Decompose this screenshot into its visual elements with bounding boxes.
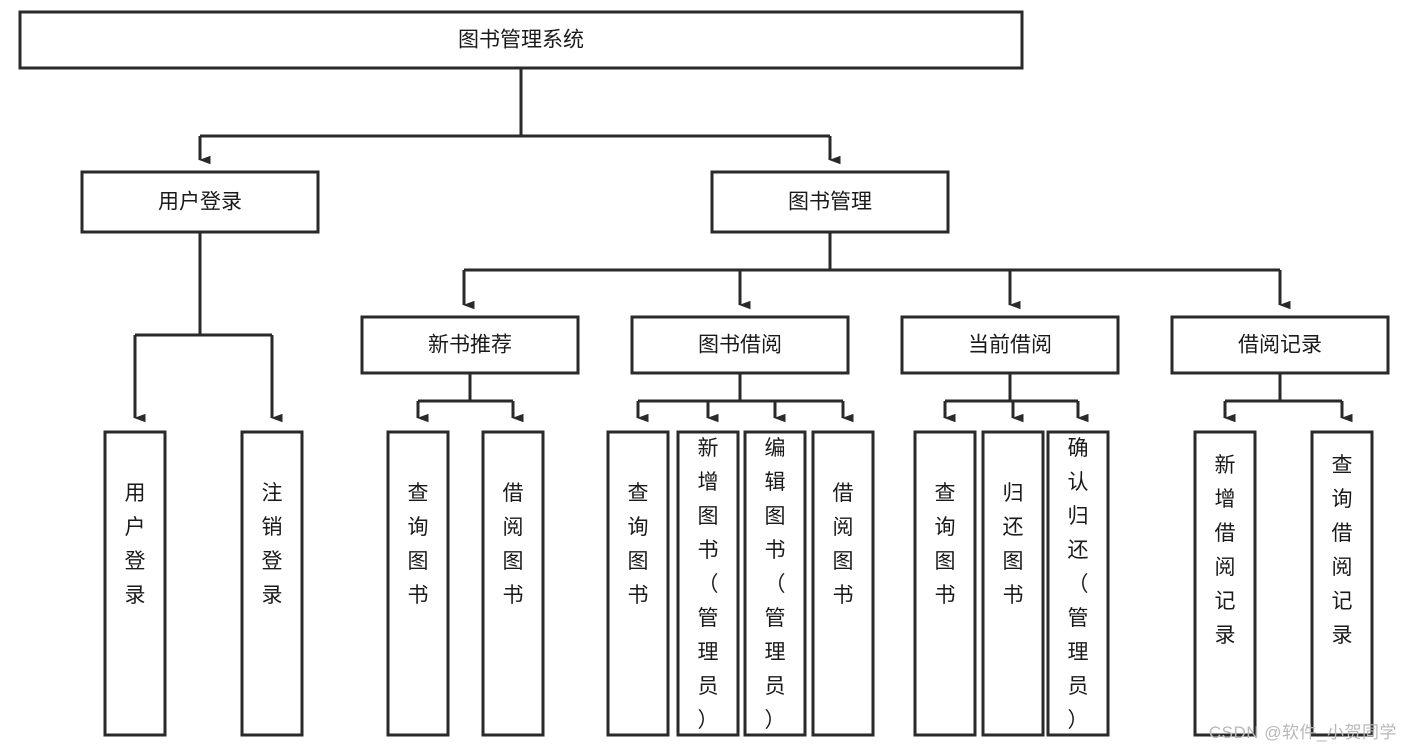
node-leaf-query-book-1[interactable]: 查询图书 (386, 430, 450, 737)
node-leaf-confirm-return-box[interactable] (1046, 430, 1110, 737)
node-leaf-borrow-book-2-label: 借阅图书 (833, 482, 854, 607)
node-leaf-query-book-3-box[interactable] (913, 430, 977, 737)
node-leaf-return-book-label: 归还图书 (1003, 482, 1024, 607)
node-root-label: 图书管理系统 (458, 29, 584, 52)
node-leaf-add-record-label: 新增借阅记录 (1215, 454, 1236, 647)
node-leaf-add-book-label: 新增图书（管理员） (698, 437, 719, 732)
csdn-watermark: CSDN @软件_小贺同学 (1208, 723, 1397, 742)
node-leaf-borrow-book-2-box[interactable] (811, 430, 875, 737)
node-borrow-record-box[interactable] (1170, 315, 1390, 375)
node-book-manage-box[interactable] (710, 170, 950, 234)
node-leaf-confirm-return[interactable]: 确认归还（管理员） (1046, 430, 1110, 737)
node-leaf-query-book-2-label: 查询图书 (628, 482, 649, 607)
edge-group (133, 68, 1353, 423)
node-leaf-borrow-book-2[interactable]: 借阅图书 (811, 430, 875, 737)
node-user-login-label: 用户登录 (158, 191, 242, 214)
node-leaf-edit-book[interactable]: 编辑图书（管理员） (743, 430, 807, 737)
node-leaf-query-book-2[interactable]: 查询图书 (606, 430, 670, 737)
node-book-borrow[interactable]: 图书借阅 (630, 315, 850, 375)
node-borrow-record[interactable]: 借阅记录 (1170, 315, 1390, 375)
node-book-manage[interactable]: 图书管理 (710, 170, 950, 234)
node-leaf-borrow-book-1-label: 借阅图书 (503, 482, 524, 607)
node-leaf-user-login-label: 用户登录 (125, 482, 146, 607)
node-leaf-add-book[interactable]: 新增图书（管理员） (676, 430, 740, 737)
node-current-borrow-box[interactable] (900, 315, 1120, 375)
node-user-login-box[interactable] (80, 170, 320, 234)
node-leaf-borrow-book-1[interactable]: 借阅图书 (481, 430, 545, 737)
node-leaf-user-logout-label: 注销登录 (262, 482, 283, 607)
node-leaf-query-book-2-box[interactable] (606, 430, 670, 737)
node-root-box[interactable] (18, 10, 1024, 70)
node-leaf-user-logout[interactable]: 注销登录 (240, 430, 304, 737)
node-leaf-add-record[interactable]: 新增借阅记录 (1193, 430, 1257, 737)
node-user-login[interactable]: 用户登录 (80, 170, 320, 234)
node-current-borrow[interactable]: 当前借阅 (900, 315, 1120, 375)
node-leaf-confirm-return-label: 确认归还（管理员） (1068, 437, 1089, 732)
node-leaf-query-record[interactable]: 查询借阅记录 (1310, 430, 1374, 737)
node-leaf-query-book-3-label: 查询图书 (935, 482, 956, 607)
node-leaf-query-book-1-box[interactable] (386, 430, 450, 737)
node-leaf-edit-book-label: 编辑图书（管理员） (765, 437, 786, 732)
node-leaf-edit-book-box[interactable] (743, 430, 807, 737)
node-leaf-user-logout-box[interactable] (240, 430, 304, 737)
node-new-book-rec-box[interactable] (360, 315, 580, 375)
node-leaf-query-record-box[interactable] (1310, 430, 1374, 737)
node-leaf-borrow-book-1-box[interactable] (481, 430, 545, 737)
node-new-book-rec[interactable]: 新书推荐 (360, 315, 580, 375)
node-book-manage-label: 图书管理 (788, 191, 872, 214)
node-book-borrow-label: 图书借阅 (698, 334, 782, 357)
node-book-borrow-box[interactable] (630, 315, 850, 375)
node-new-book-rec-label: 新书推荐 (428, 334, 512, 357)
node-leaf-add-book-box[interactable] (676, 430, 740, 737)
node-root-book-management-system[interactable]: 图书管理系统 (18, 10, 1024, 70)
node-leaf-query-record-label: 查询借阅记录 (1332, 454, 1353, 647)
node-leaf-query-book-3[interactable]: 查询图书 (913, 430, 977, 737)
node-leaf-return-book-box[interactable] (981, 430, 1045, 737)
node-leaf-user-login[interactable]: 用户登录 (103, 430, 167, 737)
node-leaf-return-book[interactable]: 归还图书 (981, 430, 1045, 737)
node-current-borrow-label: 当前借阅 (968, 334, 1052, 357)
node-borrow-record-label: 借阅记录 (1238, 334, 1322, 357)
node-leaf-query-book-1-label: 查询图书 (408, 482, 429, 607)
node-leaf-add-record-box[interactable] (1193, 430, 1257, 737)
node-leaf-user-login-box[interactable] (103, 430, 167, 737)
